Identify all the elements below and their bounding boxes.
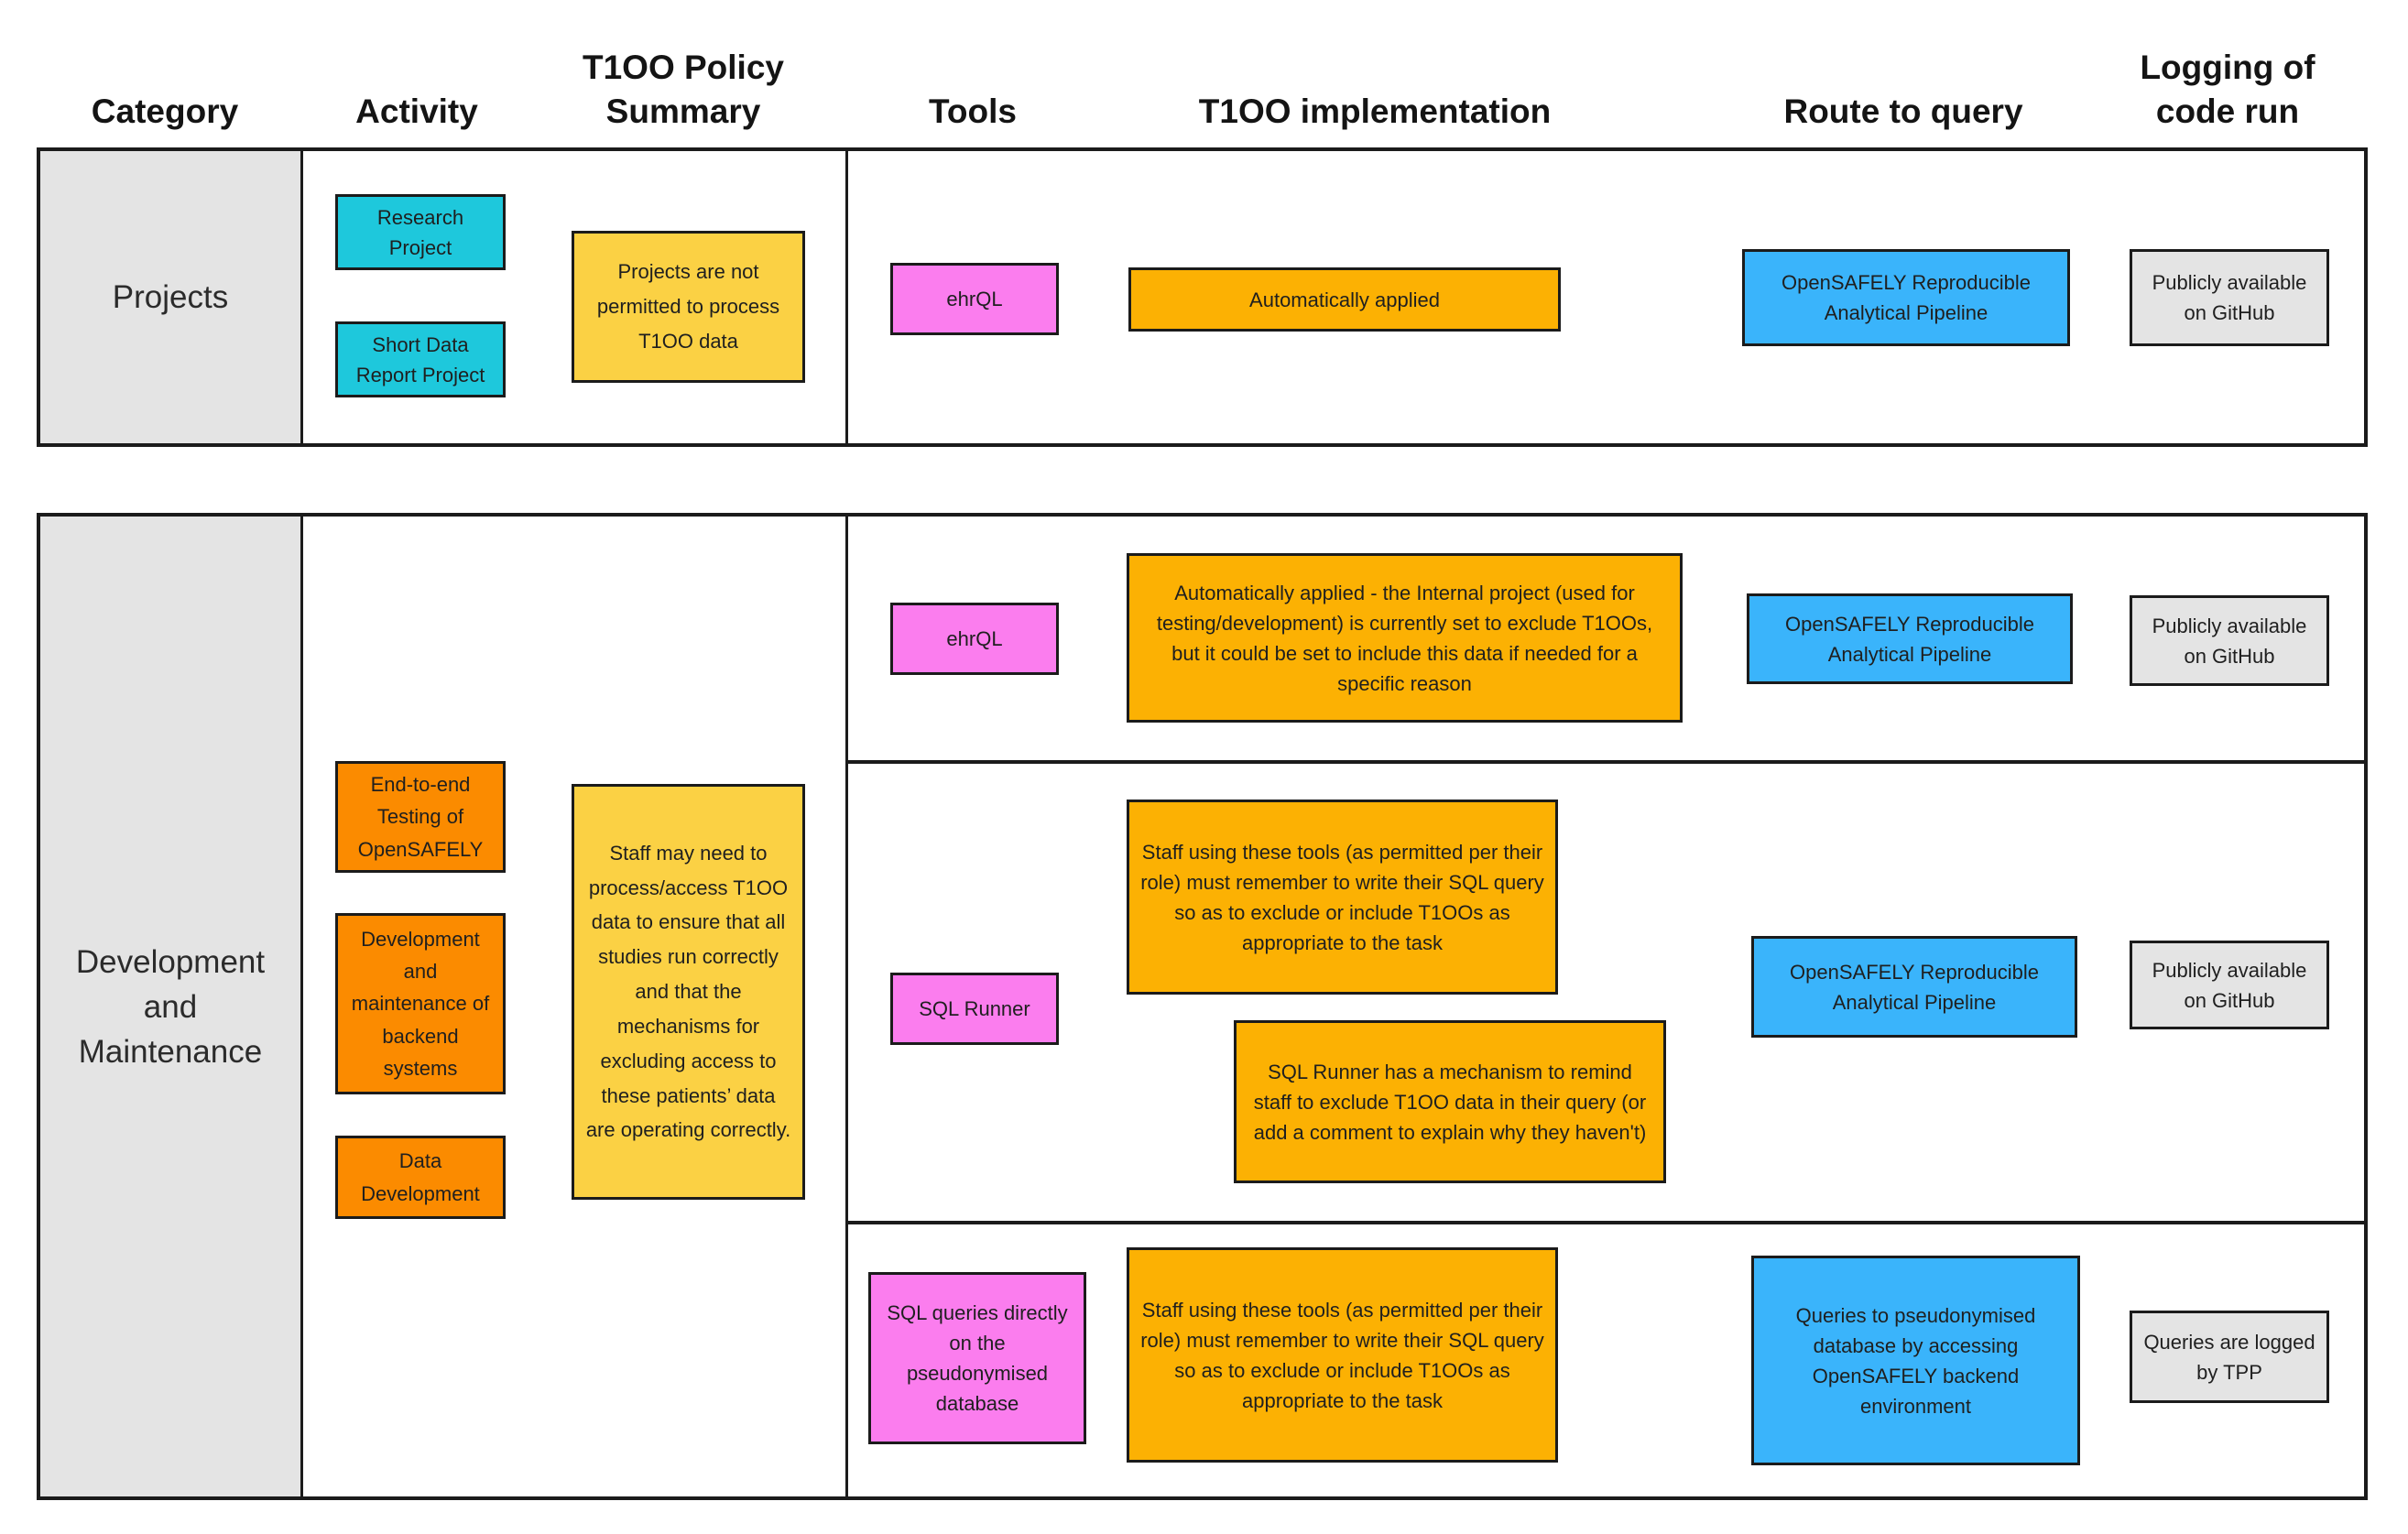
logging-github-sql-runner: Publicly available on GitHub — [2130, 941, 2329, 1029]
route-osrap-ehrql: OpenSAFELY Reproducible Analytical Pipel… — [1747, 593, 2073, 684]
logging-github-ehrql: Publicly available on GitHub — [2130, 595, 2329, 686]
tool-ehrql-projects: ehrQL — [890, 263, 1059, 335]
tool-ehrql-development: ehrQL — [890, 603, 1059, 675]
subrow-divider-sqlrunner-sqldirect — [845, 1221, 2364, 1224]
route-backend-environment: Queries to pseudonymised database by acc… — [1751, 1256, 2080, 1465]
column-header-activity: Activity — [355, 92, 478, 130]
implementation-sql-runner-policy: Staff using these tools (as permitted pe… — [1127, 800, 1558, 995]
activity-short-data-report-project: Short Data Report Project — [335, 321, 506, 397]
tool-sql-queries-direct: SQL queries directly on the pseudonymise… — [868, 1272, 1086, 1444]
projects-section: Projects Research Project Short Data Rep… — [37, 147, 2368, 447]
projects-policy-summary-note: Projects are not permitted to process T1… — [572, 231, 805, 383]
route-osrap-projects: OpenSAFELY Reproducible Analytical Pipel… — [1742, 249, 2070, 346]
column-header-tools: Tools — [929, 92, 1017, 130]
activity-research-project: Research Project — [335, 194, 506, 270]
column-header-route-to-query: Route to query — [1783, 92, 2023, 130]
column-header-logging-of-code-run: Logging of code run — [2140, 49, 2315, 130]
tools-column-divider-development — [845, 517, 848, 1496]
logging-tpp-queries: Queries are logged by TPP — [2130, 1311, 2329, 1403]
activity-end-to-end-testing: End-to-end Testing of OpenSAFELY — [335, 761, 506, 873]
implementation-sql-runner-mechanism: SQL Runner has a mechanism to remind sta… — [1234, 1020, 1666, 1183]
development-section: Development and Maintenance End-to-end T… — [37, 513, 2368, 1500]
implementation-ehrql-internal-project: Automatically applied - the Internal pro… — [1127, 553, 1683, 723]
activity-backend-maintenance: Development and maintenance of backend s… — [335, 913, 506, 1094]
tool-sql-runner: SQL Runner — [890, 973, 1059, 1045]
development-policy-summary-note: Staff may need to process/access T1OO da… — [572, 784, 805, 1200]
subrow-divider-ehrql-sqlrunner — [845, 760, 2364, 764]
logging-github-projects: Publicly available on GitHub — [2130, 249, 2329, 346]
activity-data-development: Data Development — [335, 1136, 506, 1219]
implementation-automatically-applied: Automatically applied — [1128, 267, 1561, 332]
implementation-sql-direct-policy: Staff using these tools (as permitted pe… — [1127, 1247, 1558, 1463]
column-header-category: Category — [91, 92, 239, 130]
projects-category-label: Projects — [112, 279, 229, 315]
development-category-cell: Development and Maintenance — [40, 517, 303, 1496]
column-header-t1oo-policy-summary: T1OO Policy Summary — [582, 49, 784, 130]
tools-column-divider-projects — [845, 151, 848, 443]
projects-category-cell: Projects — [40, 151, 303, 443]
development-category-label: Development and Maintenance — [75, 943, 266, 1070]
column-header-t1oo-implementation: T1OO implementation — [1198, 92, 1552, 130]
route-osrap-sql-runner: OpenSAFELY Reproducible Analytical Pipel… — [1751, 936, 2077, 1038]
